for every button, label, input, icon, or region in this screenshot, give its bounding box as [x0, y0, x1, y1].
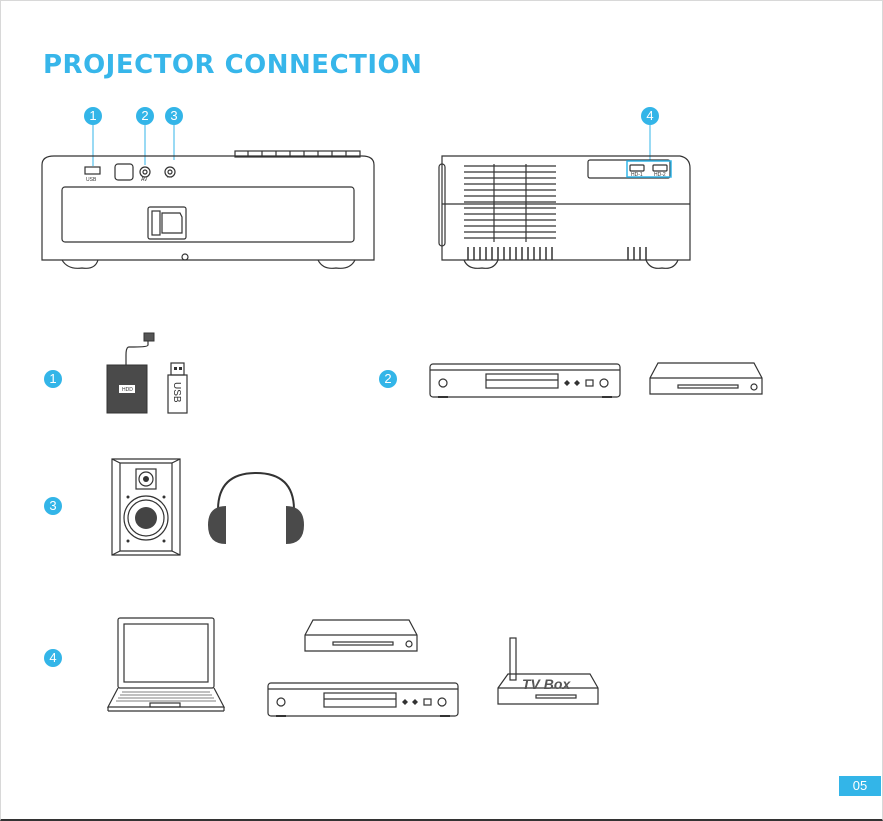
usb-stick-label: USB	[171, 382, 182, 403]
page-title: PROJECTOR CONNECTION	[43, 50, 422, 80]
badge-row-usb: 1	[44, 370, 62, 388]
projector-side-illustration: HD-1 HD-2	[436, 120, 706, 275]
hdd-label: HDD	[122, 387, 133, 393]
hdd-illustration: HDD	[104, 333, 149, 418]
dvd-player-illustration	[428, 362, 623, 400]
laptop-illustration	[106, 615, 226, 715]
hdmi1-port-label: HD-1	[631, 172, 643, 178]
usb-port-label: USB	[86, 177, 97, 183]
svg-text:⌒: ⌒	[167, 177, 172, 183]
headphones-illustration	[206, 470, 306, 548]
set-top-box-illustration	[648, 360, 766, 400]
hdmi2-port-label: HD-2	[654, 172, 666, 178]
hdmi-set-top-box-illustration	[303, 617, 421, 657]
hdmi-dvd-player-illustration	[266, 681, 461, 719]
av-port-label: AV	[141, 177, 148, 183]
badge-row-hdmi: 4	[44, 649, 62, 667]
page-number: 05	[839, 776, 881, 796]
tv-box-illustration: TV Box	[496, 636, 602, 708]
badge-row-audio: 3	[44, 497, 62, 515]
projector-back-illustration: USB AV ⌒	[40, 120, 380, 275]
tv-box-label: TV Box	[522, 676, 571, 692]
usb-stick-illustration: USB	[166, 362, 192, 418]
speaker-illustration	[106, 455, 186, 560]
badge-row-av: 2	[379, 370, 397, 388]
